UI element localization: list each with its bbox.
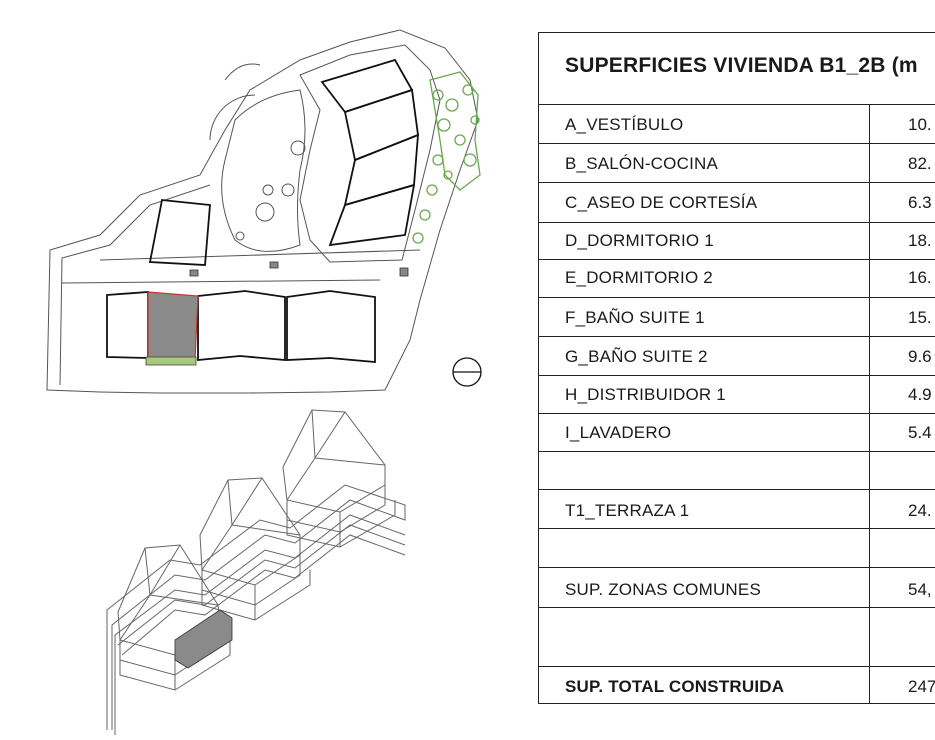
unit-row-1: [106, 291, 149, 359]
unit-small: [148, 199, 211, 266]
unit-row-4: [286, 290, 376, 363]
axonometric-view: [106, 409, 406, 735]
row-value: 5.4: [908, 423, 932, 442]
row-label: C_ASEO DE CORTESÍA: [565, 193, 758, 212]
north-compass-icon: [452, 357, 482, 387]
row-value: 82.: [908, 154, 932, 173]
row-label: D_DORMITORIO 1: [565, 231, 714, 250]
common-areas-value: 54,: [908, 580, 932, 599]
common-areas-row: SUP. ZONAS COMUNES 54,: [538, 567, 935, 599]
row-value: 15.: [908, 308, 932, 327]
total-label: SUP. TOTAL CONSTRUIDA: [565, 677, 785, 696]
row-label: I_LAVADERO: [565, 423, 672, 442]
row-value: 10.: [908, 115, 932, 134]
surfaces-table: SUPERFICIES VIVIENDA B1_2B (m A_VESTÍBUL…: [538, 32, 935, 704]
total-row: SUP. TOTAL CONSTRUIDA 247: [538, 666, 935, 696]
architectural-drawing: [46, 29, 482, 735]
table-bottom-border: [538, 703, 935, 704]
row-label: B_SALÓN-COCINA: [565, 154, 719, 173]
axo-building-3: [282, 409, 386, 513]
table-spacer-row: [538, 528, 935, 529]
row-value: 18.: [908, 231, 932, 250]
table-title: SUPERFICIES VIVIENDA B1_2B (m: [565, 54, 918, 77]
highlighted-unit: [147, 291, 199, 361]
terrace-row: T1_TERRAZA 1 24.: [538, 489, 935, 520]
table-left-border: [538, 32, 539, 704]
table-spacer-row: [538, 451, 935, 452]
row-label: A_VESTÍBULO: [565, 115, 684, 134]
unit-curved-4: [328, 183, 416, 247]
row-label: H_DISTRIBUIDOR 1: [565, 385, 726, 404]
table-row: I_LAVADERO 5.4: [538, 413, 935, 442]
total-value: 247: [908, 677, 935, 696]
unit-row-3: [197, 290, 286, 361]
site-boundary: [46, 29, 479, 394]
table-row: H_DISTRIBUIDOR 1 4.9: [538, 375, 935, 404]
table-column-divider: [869, 104, 870, 704]
table-row: C_ASEO DE CORTESÍA 6.3: [538, 182, 935, 212]
row-value: 16.: [908, 268, 932, 287]
highlighted-terrace: [145, 356, 197, 366]
table-row: G_BAÑO SUITE 2 9.6: [538, 336, 935, 366]
table-row: D_DORMITORIO 1 18.: [538, 222, 935, 250]
row-value: 9.6: [908, 347, 932, 366]
axo-building-2: [199, 477, 301, 586]
table-row: F_BAÑO SUITE 1 15.: [538, 297, 935, 327]
table-row: A_VESTÍBULO 10.: [538, 104, 935, 134]
site-plan-svg: [46, 29, 482, 735]
terrace-label: T1_TERRAZA 1: [565, 501, 690, 520]
row-value: 4.9: [908, 385, 932, 404]
axo-highlighted-unit: [174, 609, 233, 669]
row-value: 6.3: [908, 193, 932, 212]
row-label: G_BAÑO SUITE 2: [565, 347, 708, 366]
table-top-border: [538, 32, 935, 33]
table-spacer-row: [538, 607, 935, 608]
table-row: E_DORMITORIO 2 16.: [538, 259, 935, 287]
table-row: B_SALÓN-COCINA 82.: [538, 143, 935, 173]
garden-strip: [412, 71, 481, 244]
row-label: E_DORMITORIO 2: [565, 268, 713, 287]
terrace-value: 24.: [908, 501, 932, 520]
row-label: F_BAÑO SUITE 1: [565, 308, 705, 327]
common-areas-label: SUP. ZONAS COMUNES: [565, 580, 761, 599]
